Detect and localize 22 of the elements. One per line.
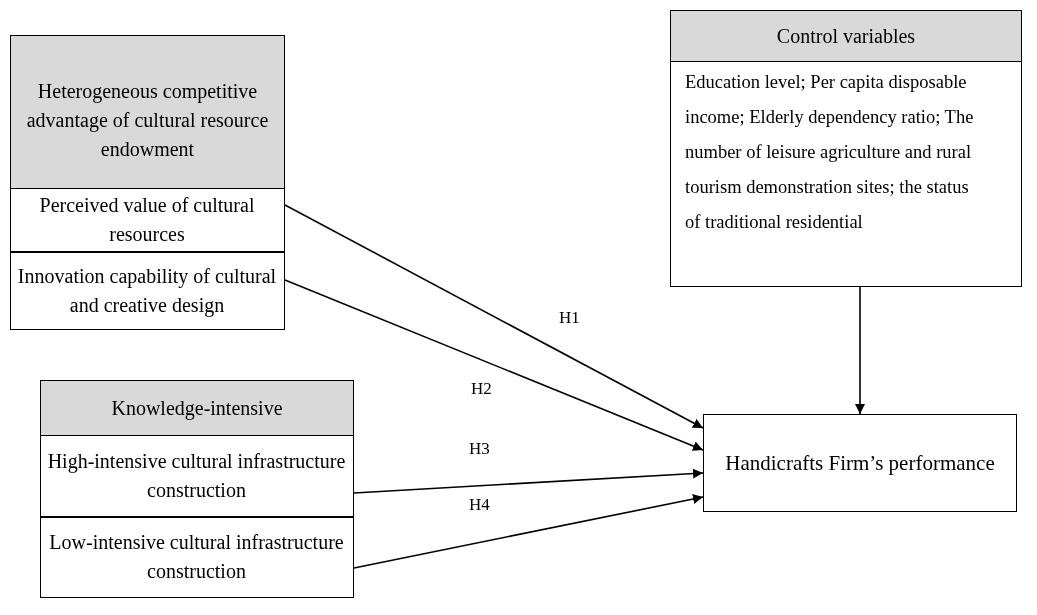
arrow [353,494,704,569]
node-text: Low-intensive cultural infrastructure construction [48,530,345,584]
arrow [353,468,704,494]
node-text: Perceived value of cultural resources [38,192,256,247]
item-box [39,516,354,598]
construct-box [10,35,285,330]
body-text: Education level; Per capita disposable income; Elderly dependency ratio; The number of leisure agriculture and rural tourism demonstration sites; the status of traditional residential [685,72,974,232]
arrow [284,279,704,451]
item-box [9,187,285,252]
heading-text: Control variables [776,23,916,49]
item-box [39,434,354,517]
construct-box [40,380,354,598]
node-text: High-intensive cultural infrastructure construction [46,448,347,503]
node-text: Innovation capability of cultural and creative design [16,263,278,319]
outcome-box [703,414,1017,512]
item-box [9,251,285,330]
heading-text: Heterogeneous competitive advantage of cultural resource endowment [25,79,270,162]
node-text: Handicrafts Firm’s performance [725,449,995,477]
heading-text: Knowledge-intensive [111,396,283,422]
arrow [284,204,704,429]
arrow [855,286,865,415]
control-variables-box [670,10,1022,287]
